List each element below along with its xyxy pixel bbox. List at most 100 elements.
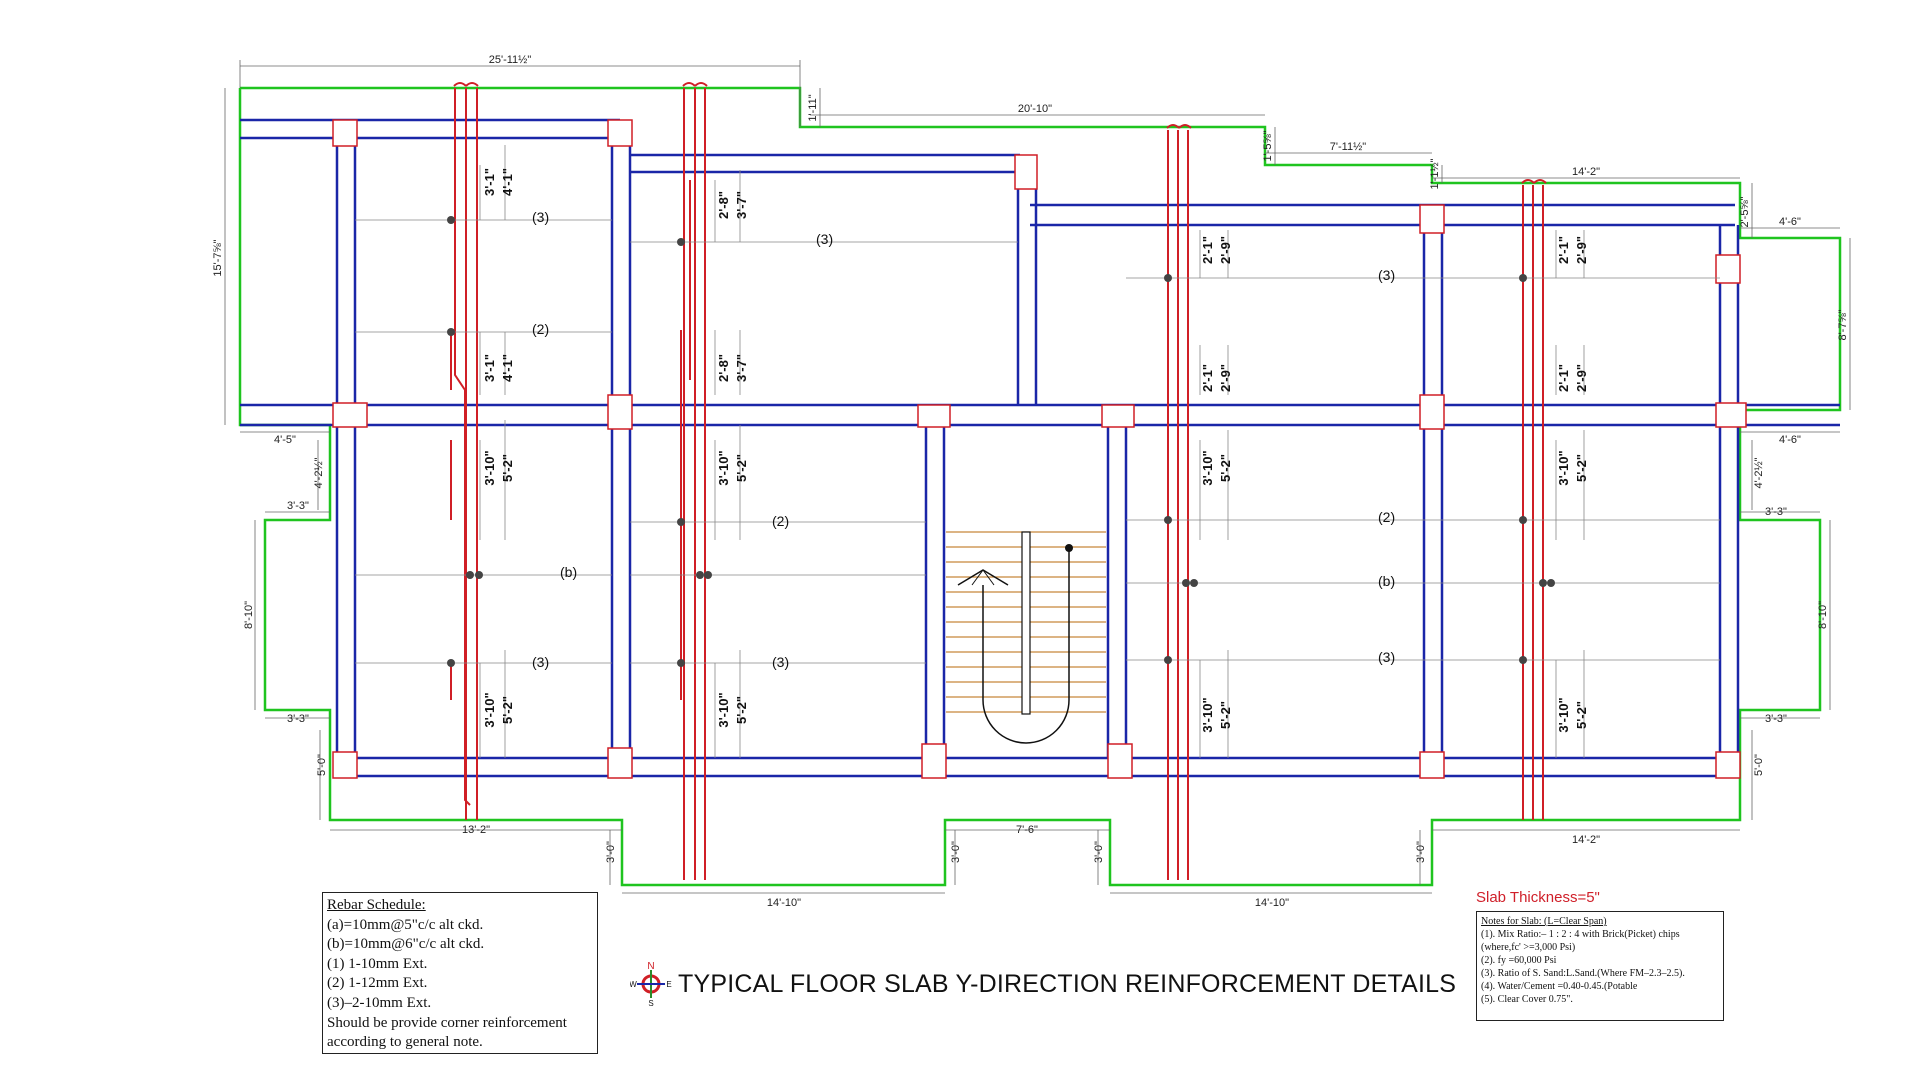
dim-label: 3'-0" xyxy=(605,841,617,863)
bar-dim: 3'-10" xyxy=(1556,697,1571,732)
schedule-line: Should be provide corner reinforcement xyxy=(327,1014,567,1031)
column xyxy=(1014,154,1038,190)
bar-dim: 4'-1" xyxy=(500,354,515,382)
bar-dim: 3'-10" xyxy=(482,692,497,727)
dim-label: 8'-10" xyxy=(1817,601,1829,629)
slab-notes: Notes for Slab: (L=Clear Span) (1). Mix … xyxy=(1476,911,1724,1021)
column xyxy=(917,404,951,428)
dim-label: 20'-10" xyxy=(1018,103,1052,115)
dim-label: 5'-0" xyxy=(1753,754,1765,776)
bar-mark: (2) xyxy=(1378,509,1395,525)
compass-w: W xyxy=(630,980,637,989)
dim-label: 3'-0" xyxy=(950,841,962,863)
dim-label: 1'-11" xyxy=(807,94,819,121)
column xyxy=(1715,402,1747,428)
dim-label: 5'-0" xyxy=(316,754,328,776)
bar-mark: (b) xyxy=(560,564,577,580)
bar-dim: 3'-1" xyxy=(482,354,497,382)
slab-thickness-label: Slab Thickness=5" xyxy=(1476,889,1600,906)
bar-mark: (3) xyxy=(816,231,833,247)
bar-dim: 4'-1" xyxy=(500,168,515,196)
bar-mark: (3) xyxy=(772,654,789,670)
bar-dim: 2'-8" xyxy=(716,354,731,382)
compass-icon: N S W E xyxy=(629,960,672,1008)
schedule-line: (3)–2-10mm Ext. xyxy=(327,994,432,1011)
bar-dim: 2'-1" xyxy=(1200,364,1215,392)
bar-dim: 2'-8" xyxy=(716,191,731,219)
bar-dim: 5'-2" xyxy=(734,454,749,482)
bar-marks: (3) (2) (b) (3) (3) (2) (3) (3) (2) (b) … xyxy=(532,209,1395,670)
schedule-line: (b)=10mm@6"c/c alt ckd. xyxy=(327,936,485,953)
compass-s: S xyxy=(648,999,653,1006)
bar-dim: 5'-2" xyxy=(1574,454,1589,482)
bar-dim: 5'-2" xyxy=(500,454,515,482)
bar-dim: 3'-1" xyxy=(482,168,497,196)
dim-label: 15'-7⅝" xyxy=(212,239,224,276)
rebar-schedule: Rebar Schedule: (a)=10mm@5"c/c alt ckd. … xyxy=(322,892,598,1054)
beams xyxy=(240,118,1840,778)
bar-dim: 3'-10" xyxy=(716,692,731,727)
bar-dim: 2'-1" xyxy=(1556,364,1571,392)
bar-dim: 3'-7" xyxy=(734,354,749,382)
column xyxy=(1419,394,1445,430)
bar-mark: (3) xyxy=(1378,649,1395,665)
dim-label: 4'-6" xyxy=(1779,434,1801,446)
dim-label: 14'-10" xyxy=(1255,897,1289,909)
dim-label: 4'-2½" xyxy=(313,457,325,488)
bar-mark: (3) xyxy=(1378,267,1395,283)
column xyxy=(607,747,633,779)
notes-heading: Notes for Slab: (L=Clear Span) xyxy=(1481,916,1607,927)
bar-dim: 3'-10" xyxy=(716,450,731,485)
dim-label: 14'-10" xyxy=(767,897,801,909)
column xyxy=(921,743,947,779)
dim-label: 1'-1½" xyxy=(1429,158,1441,189)
dim-label: 8'-10" xyxy=(243,601,255,629)
rebar-dots xyxy=(447,216,1555,667)
dim-label: 1'-5⅝" xyxy=(1262,130,1274,161)
note-line: (4). Water/Cement =0.40-0.45.(Potable xyxy=(1481,981,1638,992)
dim-label: 4'-5" xyxy=(274,434,296,446)
column xyxy=(332,402,368,428)
bar-dim: 5'-2" xyxy=(1574,701,1589,729)
bar-dim: 5'-2" xyxy=(734,696,749,724)
dim-label: 4'-2½" xyxy=(1753,457,1765,488)
bar-dim: 3'-7" xyxy=(734,191,749,219)
bar-dim: 3'-10" xyxy=(1200,697,1215,732)
column xyxy=(607,119,633,147)
drawing-title: TYPICAL FLOOR SLAB Y-DIRECTION REINFORCE… xyxy=(678,970,1457,998)
column xyxy=(1107,743,1133,779)
dimension-lines xyxy=(224,60,1851,894)
column xyxy=(1715,254,1741,284)
bar-mark: (3) xyxy=(532,209,549,225)
bar-dim: 5'-2" xyxy=(1218,454,1233,482)
bar-mark: (2) xyxy=(532,321,549,337)
bar-dim: 2'-1" xyxy=(1556,236,1571,264)
rebar-schedule-heading: Rebar Schedule: xyxy=(327,897,426,913)
dim-label: 3'-0" xyxy=(1415,841,1427,863)
column xyxy=(332,751,358,779)
column xyxy=(332,119,358,147)
note-line: (1). Mix Ratio:– 1 : 2 : 4 with Brick(Pi… xyxy=(1481,929,1680,940)
bar-dim: 3'-10" xyxy=(1556,450,1571,485)
schedule-line: (2) 1-12mm Ext. xyxy=(327,975,428,992)
dim-label: 3'-3" xyxy=(287,713,309,725)
column xyxy=(607,394,633,430)
dim-label: 4'-6" xyxy=(1779,216,1801,228)
bar-dim: 2'-9" xyxy=(1574,364,1589,392)
dim-label: 3'-3" xyxy=(287,500,309,512)
bar-dim: 2'-9" xyxy=(1218,364,1233,392)
column xyxy=(1419,204,1445,234)
bar-dim: 3'-10" xyxy=(1200,450,1215,485)
note-line: (5). Clear Cover 0.75". xyxy=(1481,994,1573,1005)
dim-label: 7'-11½" xyxy=(1330,141,1366,153)
dim-label: 25'-11½" xyxy=(489,54,532,66)
dim-label: 3'-3" xyxy=(1765,713,1787,725)
schedule-line: (a)=10mm@5"c/c alt ckd. xyxy=(327,916,484,933)
bar-dim: 5'-2" xyxy=(1218,701,1233,729)
slab-outline xyxy=(238,86,1842,887)
schedule-line: (1) 1-10mm Ext. xyxy=(327,955,428,972)
dim-label: 2'-5⅝" xyxy=(1739,196,1751,227)
dim-label: 3'-3" xyxy=(1765,506,1787,518)
column xyxy=(1101,404,1135,428)
